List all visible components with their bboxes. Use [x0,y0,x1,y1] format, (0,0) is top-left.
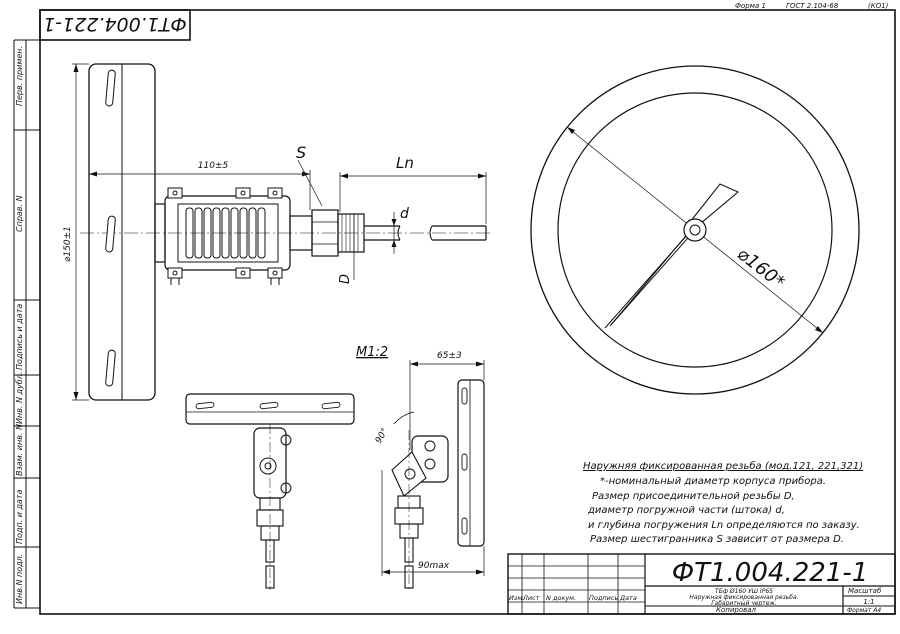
dim-ln: Ln [396,154,414,172]
side-view: 110±5 S Ln d D ⌀150±1 [63,63,490,401]
dim-65: 65±3 [437,351,462,361]
notes: Наружняя фиксированная резьба (мод.121, … [583,460,863,545]
header-gost: ГОСТ 2.104-68 [786,2,839,10]
tb-col-podpis: Подпись [589,594,618,602]
tb-product-line-3: Габаритный чертеж. [711,600,777,607]
tb-kopiroval: Копировал [716,606,757,614]
margin-label-sprav: Справ. N [15,195,24,232]
margin-label-vzam-inv: Взам. инв. N [15,424,24,476]
tb-product-line-2: Наружная фиксированная резьба. [689,594,798,601]
margin-labels: Перв. примен. Справ. N Подпись и дата Ин… [15,46,24,604]
tb-col-data: Дата [619,594,637,602]
scale-label: М1:2 [356,345,388,360]
header-code: (КО1) [868,2,889,10]
corner-designation: ФТ1.004.221-1 [39,9,191,41]
notes-line-5: Размер шестигранника S зависит от размер… [590,534,844,545]
tb-col-ndokum: N докум. [546,594,576,602]
tb-product-line-1: ТБф Ø160 УШ IP65 [715,588,773,595]
dim-150: ⌀150±1 [63,226,73,262]
dim-160: ⌀160* [733,243,789,293]
notes-title: Наружняя фиксированная резьба (мод.121, … [583,460,863,472]
margin-label-perv-primen: Перв. примен. [15,46,24,106]
tb-masshtab-value: 1:1 [863,598,874,606]
margin-label-podpis-data: Подпись и дата [15,304,24,370]
corner-designation-text: ФТ1.004.221-1 [43,13,187,35]
dim-110: 110±5 [198,161,229,171]
notes-line-1: *-номинальный диаметр корпуса прибора. [600,475,826,487]
tb-designation: ФТ1.004.221-1 [672,558,869,588]
tb-masshtab-label: Масштаб [848,587,882,595]
dim-s: S [296,143,306,162]
dim-90max: 90max [418,561,450,571]
dim-d: d [400,206,409,222]
margin-label-podp-data: Подп. и дата [15,489,24,544]
notes-line-3: диаметр погружной части (штока) d, [587,505,785,516]
header-form: Форма 1 [735,2,766,10]
dim-angle-90: 90° [374,427,391,446]
dial-view: ⌀160* [530,65,860,395]
dim-thread-d: D [338,274,353,284]
notes-line-4: и глубина погружения Ln определяются по … [588,519,860,531]
title-block: Изм. Лист N докум. Подпись Дата ФТ1.004.… [507,553,896,615]
tb-col-list: Лист [522,594,540,602]
scale-views: М1:2 [185,345,485,592]
tb-col-izm: Изм. [509,594,524,602]
drawing-frame [13,9,896,615]
tb-format: Формат А4 [847,607,881,614]
margin-label-inv-podl: Инв.N подл. [15,554,24,604]
notes-line-2: Размер присоединительной резьбы D, [592,490,795,502]
margin-label-inv-dubl: Инв. N дубл. [15,372,24,424]
header: Форма 1 ГОСТ 2.104-68 (КО1) [735,2,889,10]
